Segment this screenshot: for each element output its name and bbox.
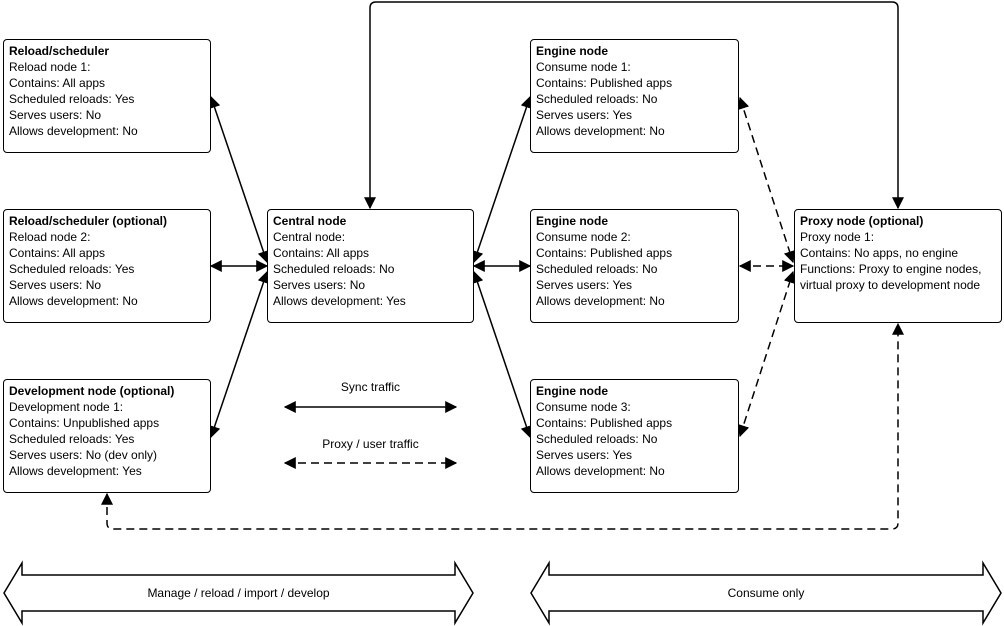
node-line: Contains: All apps bbox=[273, 246, 370, 260]
node-line: Consume node 2: bbox=[536, 230, 631, 244]
node-title: Reload/scheduler (optional) bbox=[9, 214, 168, 228]
node-line: Development node 1: bbox=[9, 400, 124, 414]
legend-sync-label: Sync traffic bbox=[340, 380, 401, 394]
node-line: Scheduled reloads: Yes bbox=[9, 262, 135, 276]
band-label-left: Manage / reload / import / develop bbox=[147, 586, 330, 600]
node-line: Allows development: No bbox=[9, 124, 138, 138]
node-proxy: Proxy node (optional) Proxy node 1: Cont… bbox=[794, 209, 1002, 323]
band-arrow-left bbox=[3, 560, 474, 626]
node-line: Central node: bbox=[273, 230, 346, 244]
node-line: Allows development: No bbox=[536, 294, 665, 308]
node-line: Contains: Published apps bbox=[536, 416, 673, 430]
node-line: Scheduled reloads: Yes bbox=[9, 432, 135, 446]
node-line: Allows development: No bbox=[536, 124, 665, 138]
band-arrow-right bbox=[530, 560, 1002, 626]
node-engine-1: Engine node Consume node 1: Contains: Pu… bbox=[530, 39, 739, 153]
sync-link-central-engine3 bbox=[471, 270, 533, 439]
node-line: Functions: Proxy to engine nodes, virtua… bbox=[800, 262, 982, 292]
node-central: Central node Central node: Contains: All… bbox=[267, 209, 474, 323]
node-line: Scheduled reloads: No bbox=[536, 92, 658, 106]
node-line: Allows development: No bbox=[536, 464, 665, 478]
node-title: Engine node bbox=[536, 214, 608, 228]
node-title: Development node (optional) bbox=[9, 384, 175, 398]
node-line: Reload node 2: bbox=[9, 230, 91, 244]
sync-link-central-engine1 bbox=[471, 95, 533, 264]
node-engine-2: Engine node Consume node 2: Contains: Pu… bbox=[530, 209, 739, 323]
node-engine-3: Engine node Consume node 3: Contains: Pu… bbox=[530, 379, 739, 493]
node-line: Allows development: Yes bbox=[273, 294, 406, 308]
node-line: Contains: All apps bbox=[9, 246, 106, 260]
node-reload-scheduler-1: Reload/scheduler Reload node 1: Contains… bbox=[3, 39, 211, 153]
node-development: Development node (optional) Development … bbox=[3, 379, 211, 493]
node-line: Serves users: No bbox=[9, 108, 102, 122]
node-line: Serves users: Yes bbox=[536, 448, 633, 462]
node-line: Scheduled reloads: No bbox=[536, 432, 658, 446]
node-line: Serves users: Yes bbox=[536, 278, 633, 292]
band-label-right: Consume only bbox=[727, 586, 805, 600]
legend-proxy-label: Proxy / user traffic bbox=[322, 437, 419, 451]
node-line: Scheduled reloads: No bbox=[536, 262, 658, 276]
node-line: Scheduled reloads: No bbox=[273, 262, 395, 276]
node-line: Serves users: Yes bbox=[536, 108, 633, 122]
node-title: Central node bbox=[273, 214, 347, 228]
node-title: Engine node bbox=[536, 44, 608, 58]
node-line: Proxy node 1: bbox=[800, 230, 875, 244]
sync-link-reload1-central bbox=[208, 95, 270, 264]
node-line: Allows development: No bbox=[9, 294, 138, 308]
node-line: Contains: No apps, no engine bbox=[800, 246, 959, 260]
node-line: Scheduled reloads: Yes bbox=[9, 92, 135, 106]
node-reload-scheduler-2: Reload/scheduler (optional) Reload node … bbox=[3, 209, 211, 323]
node-title: Proxy node (optional) bbox=[800, 214, 924, 228]
node-title: Reload/scheduler bbox=[9, 44, 110, 58]
proxy-link-dev-proxy bbox=[101, 322, 904, 530]
node-line: Reload node 1: bbox=[9, 60, 91, 74]
node-line: Serves users: No (dev only) bbox=[9, 448, 158, 462]
node-line: Serves users: No bbox=[273, 278, 366, 292]
node-line: Serves users: No bbox=[9, 278, 102, 292]
node-line: Contains: Published apps bbox=[536, 246, 673, 260]
node-line: Allows development: Yes bbox=[9, 464, 142, 478]
node-line: Consume node 3: bbox=[536, 400, 631, 414]
node-line: Contains: Unpublished apps bbox=[9, 416, 160, 430]
node-line: Consume node 1: bbox=[536, 60, 631, 74]
node-line: Contains: Published apps bbox=[536, 76, 673, 90]
sync-link-central-proxy-top bbox=[364, 1, 904, 210]
proxy-link-engine3-proxy bbox=[737, 270, 796, 438]
node-title: Engine node bbox=[536, 384, 608, 398]
sync-link-dev-central bbox=[208, 270, 270, 439]
proxy-link-engine1-proxy bbox=[737, 96, 796, 264]
node-line: Contains: All apps bbox=[9, 76, 106, 90]
